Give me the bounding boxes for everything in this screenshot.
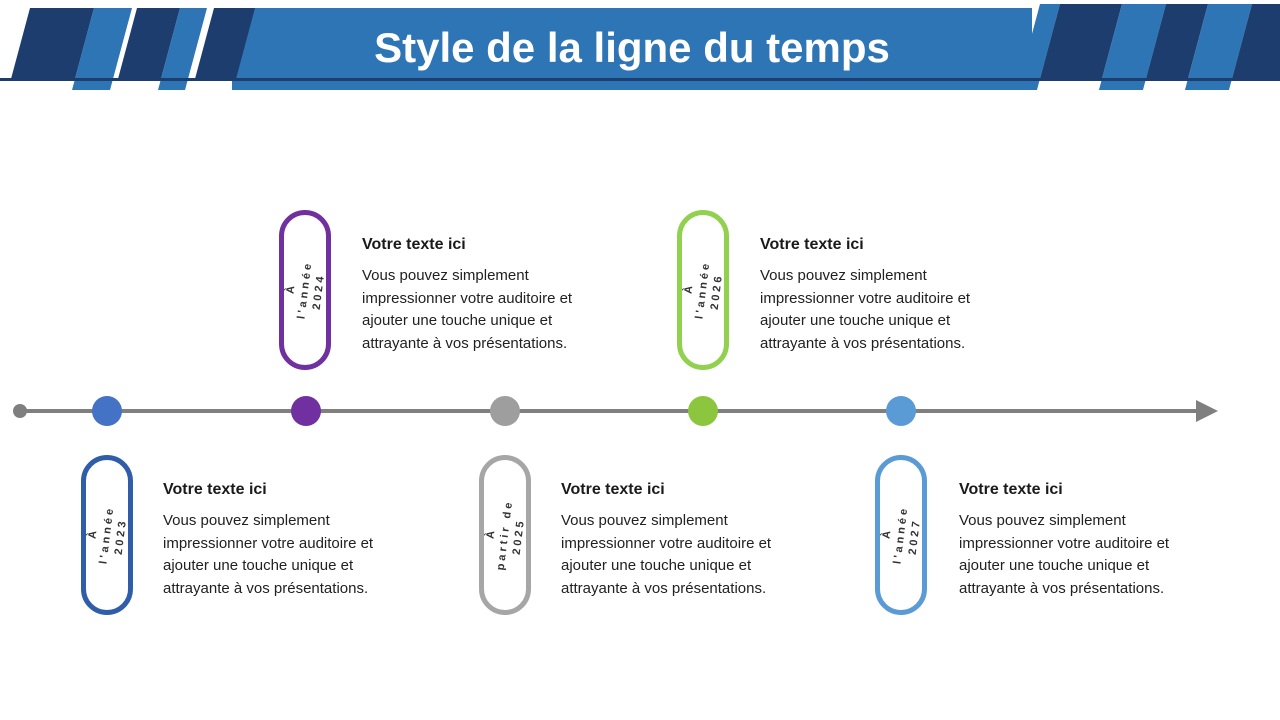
timeline-start-dot — [13, 404, 27, 418]
timeline-dot-2024 — [291, 396, 321, 426]
timeline-dot-2023 — [92, 396, 122, 426]
card-heading: Votre texte ici — [760, 236, 864, 253]
card-heading: Votre texte ici — [959, 481, 1063, 498]
timeline-dot-2027 — [886, 396, 916, 426]
title-band — [232, 8, 1032, 90]
card-heading: Votre texte ici — [163, 481, 267, 498]
timeline-line — [20, 409, 1200, 413]
timeline-dot-2025 — [490, 396, 520, 426]
header-rule — [0, 78, 1280, 81]
card-heading: Votre texte ici — [362, 236, 466, 253]
timeline-arrowhead-icon — [1196, 400, 1218, 422]
timeline-dot-2026 — [688, 396, 718, 426]
card-heading: Votre texte ici — [561, 481, 665, 498]
page-title: Style de la ligne du temps — [374, 24, 890, 71]
